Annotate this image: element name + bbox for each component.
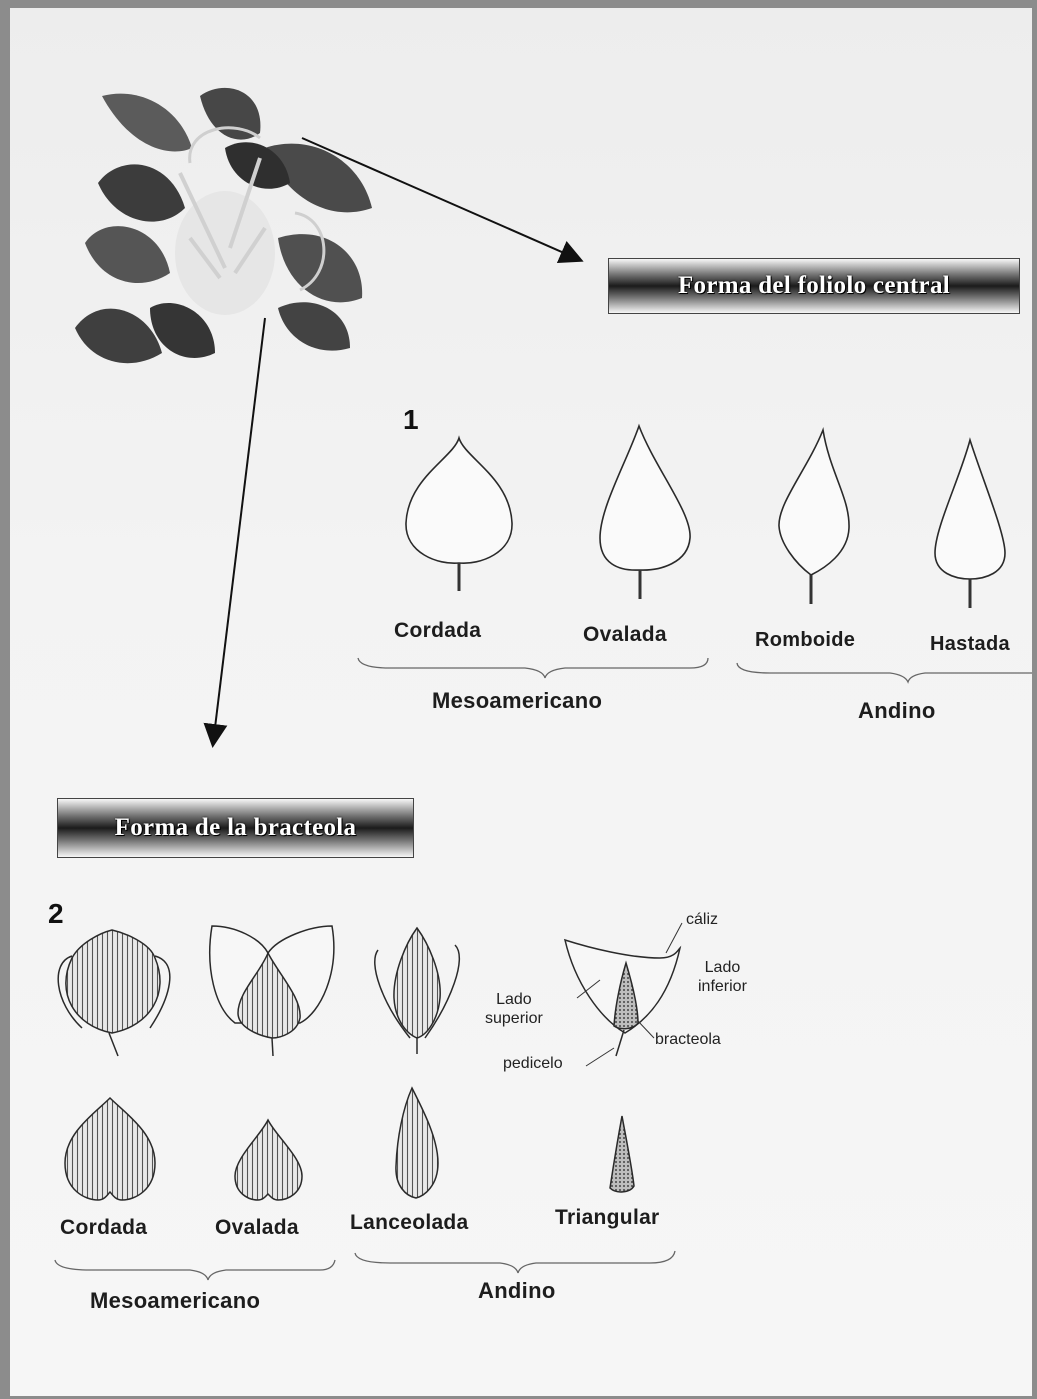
plant-leaf (75, 309, 162, 364)
annotation-pedicelo: pedicelo (503, 1054, 563, 1073)
leaf-ovalada-outline (600, 426, 690, 570)
plant-leaf (98, 164, 185, 221)
bracteola-cordada (66, 930, 160, 1033)
brace-andino-2 (355, 1251, 675, 1273)
leaf-label-cordada: Cordada (394, 619, 481, 643)
annotation-bracteola: bracteola (655, 1030, 721, 1049)
leaf-label-hastada: Hastada (930, 633, 1010, 656)
leaf-romboide-outline (779, 430, 849, 575)
arrow-to-bracteola (213, 318, 265, 744)
leaf-cordada-outline (406, 438, 512, 563)
bracteola-lanceolada-isolated (396, 1088, 438, 1198)
leader-bracteola (637, 1020, 654, 1038)
brace-mesoamericano-1 (358, 658, 708, 678)
section1-banner: Forma del foliolo central (608, 258, 1020, 314)
bracteola-triangular-isolated (610, 1116, 634, 1192)
section2-banner: Forma de la bracteola (57, 798, 414, 858)
page: Forma del foliolo central 1 Cordada Oval… (10, 8, 1032, 1396)
brace-andino-1 (737, 663, 1032, 682)
annotation-caliz: cáliz (686, 910, 718, 929)
flower-cluster (175, 191, 275, 315)
plant-leaf (102, 94, 192, 152)
pedicelo-cordada (109, 1033, 118, 1056)
section2-number: 2 (48, 898, 64, 930)
group-label-andino-1: Andino (858, 698, 936, 724)
bracteola-label-ovalada: Ovalada (215, 1216, 299, 1240)
pedicelo-triangular (616, 1030, 624, 1056)
section2-title: Forma de la bracteola (115, 814, 357, 842)
leaf-hastada-outline (935, 440, 1005, 579)
group-label-mesoamericano-1: Mesoamericano (432, 688, 602, 714)
group-label-andino-2: Andino (478, 1278, 556, 1304)
group-label-mesoamericano-2: Mesoamericano (90, 1288, 260, 1314)
bracteola-label-triangular: Triangular (555, 1206, 660, 1230)
plant-leaf (85, 226, 170, 283)
section1-title: Forma del foliolo central (678, 272, 950, 300)
bracteola-label-cordada: Cordada (60, 1216, 147, 1240)
annotation-lado-superior: Lado superior (485, 990, 543, 1028)
plant-leaf (278, 302, 350, 350)
section1-number: 1 (403, 404, 419, 436)
pedicelo-ovalada (272, 1038, 273, 1056)
leaf-label-romboide: Romboide (755, 629, 855, 652)
bracteola-cordada-isolated (65, 1098, 155, 1200)
bean-plant-photo (75, 88, 372, 363)
annotation-lado-inferior: Lado inferior (698, 958, 747, 996)
bracteola-ovalada-isolated (235, 1120, 302, 1200)
leaf-label-ovalada: Ovalada (583, 623, 667, 647)
bracteola-lanceolada (394, 928, 440, 1038)
bracteola-label-lanceolada: Lanceolada (350, 1211, 469, 1235)
brace-mesoamericano-2 (55, 1260, 335, 1280)
leader-pedicelo (586, 1048, 614, 1066)
